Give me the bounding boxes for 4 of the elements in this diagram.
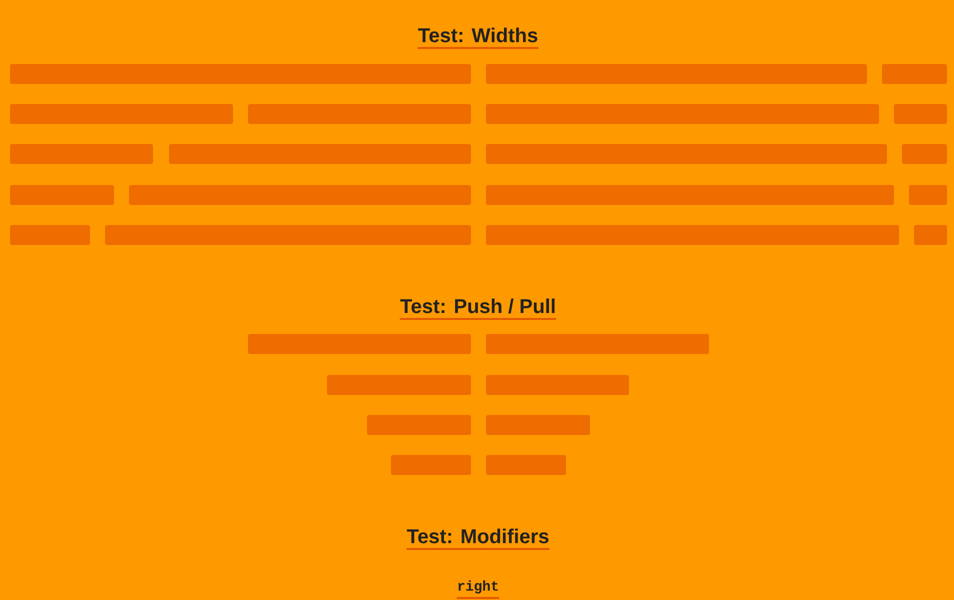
section-heading: Test: Push / Pull	[400, 298, 556, 320]
section-heading: Test: Modifiers	[406, 528, 550, 550]
section-heading: right	[456, 580, 500, 599]
section-heading: Test: Widths	[418, 28, 538, 49]
